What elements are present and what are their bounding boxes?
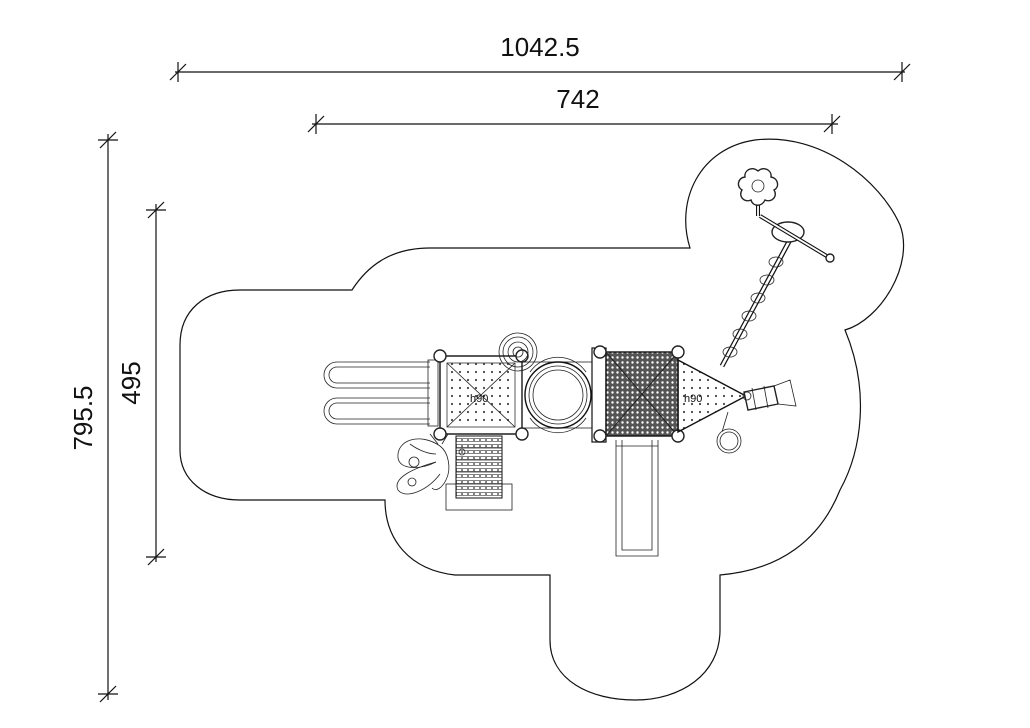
ring-panel — [716, 411, 742, 454]
dimension-equipment-width-label: 742 — [556, 84, 599, 114]
dimension-overall-width: 1042.5 — [169, 32, 911, 82]
right-platform — [591, 345, 685, 443]
tunnel-bridge — [521, 356, 593, 434]
spiral-climber — [719, 195, 835, 368]
dimension-overall-depth-label: 795.5 — [68, 385, 98, 450]
dimension-overall-width-label: 1042.5 — [500, 32, 580, 62]
left-platform: h90 — [433, 349, 529, 441]
butterfly-panel — [396, 433, 466, 495]
telescope-panel — [742, 379, 797, 411]
flower-panel — [737, 168, 779, 206]
dimension-overall-depth: 795.5 — [68, 131, 118, 703]
right-platform-height-label: h90 — [684, 393, 702, 405]
dimension-equipment-width: 742 — [307, 84, 841, 134]
left-platform-height-label: h90 — [470, 393, 488, 405]
access-steps — [445, 435, 513, 511]
steering-wheel-panel — [498, 332, 538, 372]
straight-slide — [615, 440, 659, 557]
double-slide-left — [323, 359, 439, 427]
dimension-equipment-depth-label: 495 — [116, 361, 146, 404]
safety-zone-outline — [179, 138, 905, 701]
triangle-platform: h90 — [677, 358, 748, 434]
dimension-equipment-depth: 495 — [116, 201, 166, 566]
